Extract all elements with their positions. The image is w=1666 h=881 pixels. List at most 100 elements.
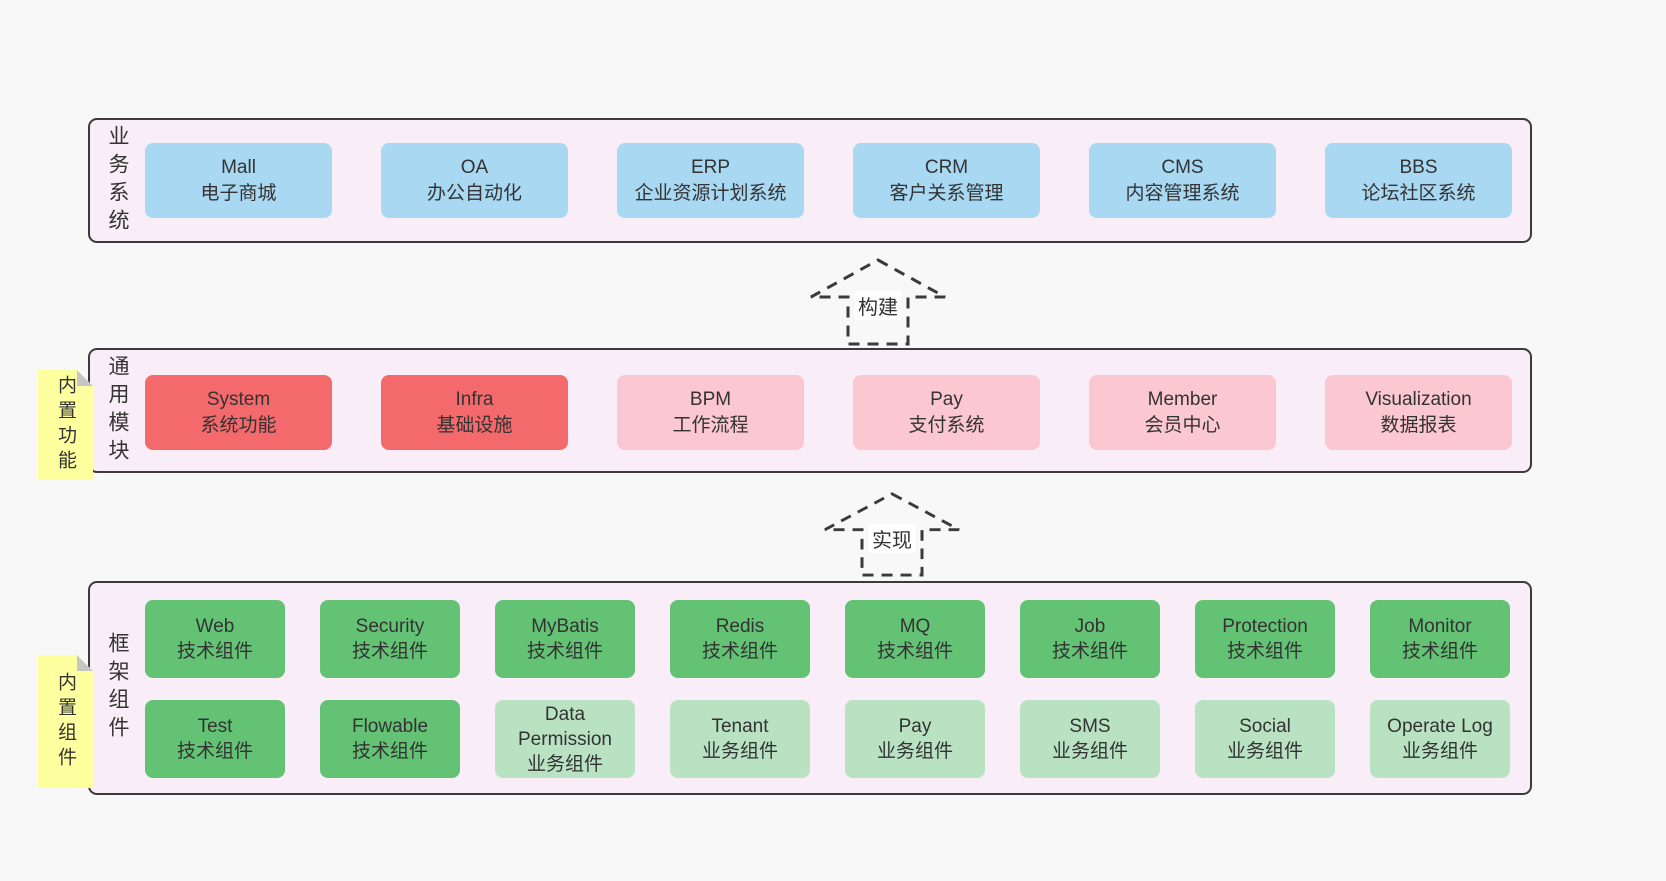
box-subtitle: 业务组件 [1051, 741, 1128, 762]
box-title: Visualization [1365, 388, 1472, 410]
box-title: Security [355, 616, 425, 637]
box-subtitle: 工作流程 [672, 414, 749, 436]
diagram-box-tenant: Tenant 业务组件 [670, 700, 810, 778]
box-subtitle: 办公自动化 [426, 182, 522, 204]
arrow-build: 构建 [808, 257, 948, 347]
box-subtitle: 技术组件 [1226, 641, 1303, 662]
box-subtitle: 业务组件 [526, 753, 603, 775]
box-subtitle: 业务组件 [876, 741, 953, 762]
box-subtitle: 技术组件 [876, 641, 953, 662]
box-subtitle: 业务组件 [1226, 741, 1303, 762]
diagram-box-bpm: BPM 工作流程 [617, 375, 804, 450]
box-title: Tenant [711, 716, 769, 737]
diagram-box-security: Security 技术组件 [320, 600, 460, 678]
panel-components-side-label: 框架组件 [106, 632, 129, 744]
box-subtitle: 技术组件 [526, 641, 603, 662]
box-subtitle: 内容管理系统 [1125, 182, 1240, 204]
box-title: System [206, 388, 271, 410]
box-subtitle: 会员中心 [1144, 414, 1221, 436]
diagram-box-oa: OA 办公自动化 [381, 143, 568, 218]
diagram-box-data-permission: Data Permission 业务组件 [495, 700, 635, 778]
box-subtitle: 技术组件 [1401, 641, 1478, 662]
sticky-note-builtin-components: 内置组件 [38, 655, 93, 788]
box-subtitle: 业务组件 [1401, 741, 1478, 762]
diagram-box-pay: Pay 业务组件 [845, 700, 985, 778]
diagram-box-job: Job 技术组件 [1020, 600, 1160, 678]
box-title: Social [1239, 716, 1291, 737]
box-title: Redis [715, 616, 765, 637]
diagram-box-test: Test 技术组件 [145, 700, 285, 778]
box-subtitle: 技术组件 [176, 741, 253, 762]
box-title: SMS [1069, 716, 1111, 737]
box-title: Web [195, 616, 235, 637]
diagram-box-visualization: Visualization 数据报表 [1325, 375, 1512, 450]
box-title: BPM [689, 388, 732, 410]
box-subtitle: 电子商城 [200, 182, 277, 204]
diagram-box-crm: CRM 客户关系管理 [853, 143, 1040, 218]
arrow-implement-label: 实现 [869, 524, 915, 554]
box-title: MyBatis [531, 616, 599, 637]
box-subtitle: 企业资源计划系统 [634, 182, 787, 204]
diagram-box-mq: MQ 技术组件 [845, 600, 985, 678]
box-subtitle: 业务组件 [701, 741, 778, 762]
box-title: Pay [898, 716, 932, 737]
sticky-note-label: 内置功能 [55, 375, 76, 475]
box-subtitle: 论坛社区系统 [1361, 182, 1476, 204]
box-title: Data Permission [518, 703, 612, 750]
diagram-box-system: System 系统功能 [145, 375, 332, 450]
diagram-box-monitor: Monitor 技术组件 [1370, 600, 1510, 678]
box-subtitle: 技术组件 [351, 641, 428, 662]
dashed-up-arrow-icon [824, 492, 960, 577]
diagram-box-operate-log: Operate Log 业务组件 [1370, 700, 1510, 778]
diagram-box-pay: Pay 支付系统 [853, 375, 1040, 450]
box-title: MQ [899, 616, 931, 637]
box-title: Monitor [1408, 616, 1472, 637]
diagram-box-protection: Protection 技术组件 [1195, 600, 1335, 678]
panel-business-side-label: 业务系统 [106, 124, 129, 237]
box-title: Operate Log [1387, 716, 1493, 737]
box-title: Job [1074, 616, 1106, 637]
box-subtitle: 技术组件 [176, 641, 253, 662]
box-subtitle: 数据报表 [1380, 414, 1457, 436]
arrow-build-label: 构建 [855, 291, 901, 321]
sticky-note-label: 内置组件 [55, 671, 76, 772]
box-subtitle: 支付系统 [908, 414, 985, 436]
box-title: Infra [455, 388, 494, 410]
arrow-implement: 实现 [822, 491, 962, 578]
box-subtitle: 技术组件 [351, 741, 428, 762]
diagram-box-bbs: BBS 论坛社区系统 [1325, 143, 1512, 218]
box-title: Test [197, 716, 233, 737]
box-title: OA [460, 156, 489, 178]
diagram-box-web: Web 技术组件 [145, 600, 285, 678]
box-title: Flowable [351, 716, 429, 737]
diagram-box-sms: SMS 业务组件 [1020, 700, 1160, 778]
box-subtitle: 技术组件 [701, 641, 778, 662]
box-title: Protection [1222, 616, 1308, 637]
diagram-box-redis: Redis 技术组件 [670, 600, 810, 678]
box-title: BBS [1399, 156, 1438, 178]
box-subtitle: 技术组件 [1051, 641, 1128, 662]
box-title: Pay [930, 388, 963, 410]
box-title: CRM [924, 156, 969, 178]
diagram-box-flowable: Flowable 技术组件 [320, 700, 460, 778]
box-subtitle: 系统功能 [200, 414, 277, 436]
dashed-up-arrow-icon [810, 258, 946, 346]
diagram-box-social: Social 业务组件 [1195, 700, 1335, 778]
diagram-box-erp: ERP 企业资源计划系统 [617, 143, 804, 218]
box-title: ERP [690, 156, 731, 178]
sticky-note-builtin-features: 内置功能 [38, 370, 93, 480]
diagram-box-mybatis: MyBatis 技术组件 [495, 600, 635, 678]
box-subtitle: 客户关系管理 [889, 182, 1004, 204]
